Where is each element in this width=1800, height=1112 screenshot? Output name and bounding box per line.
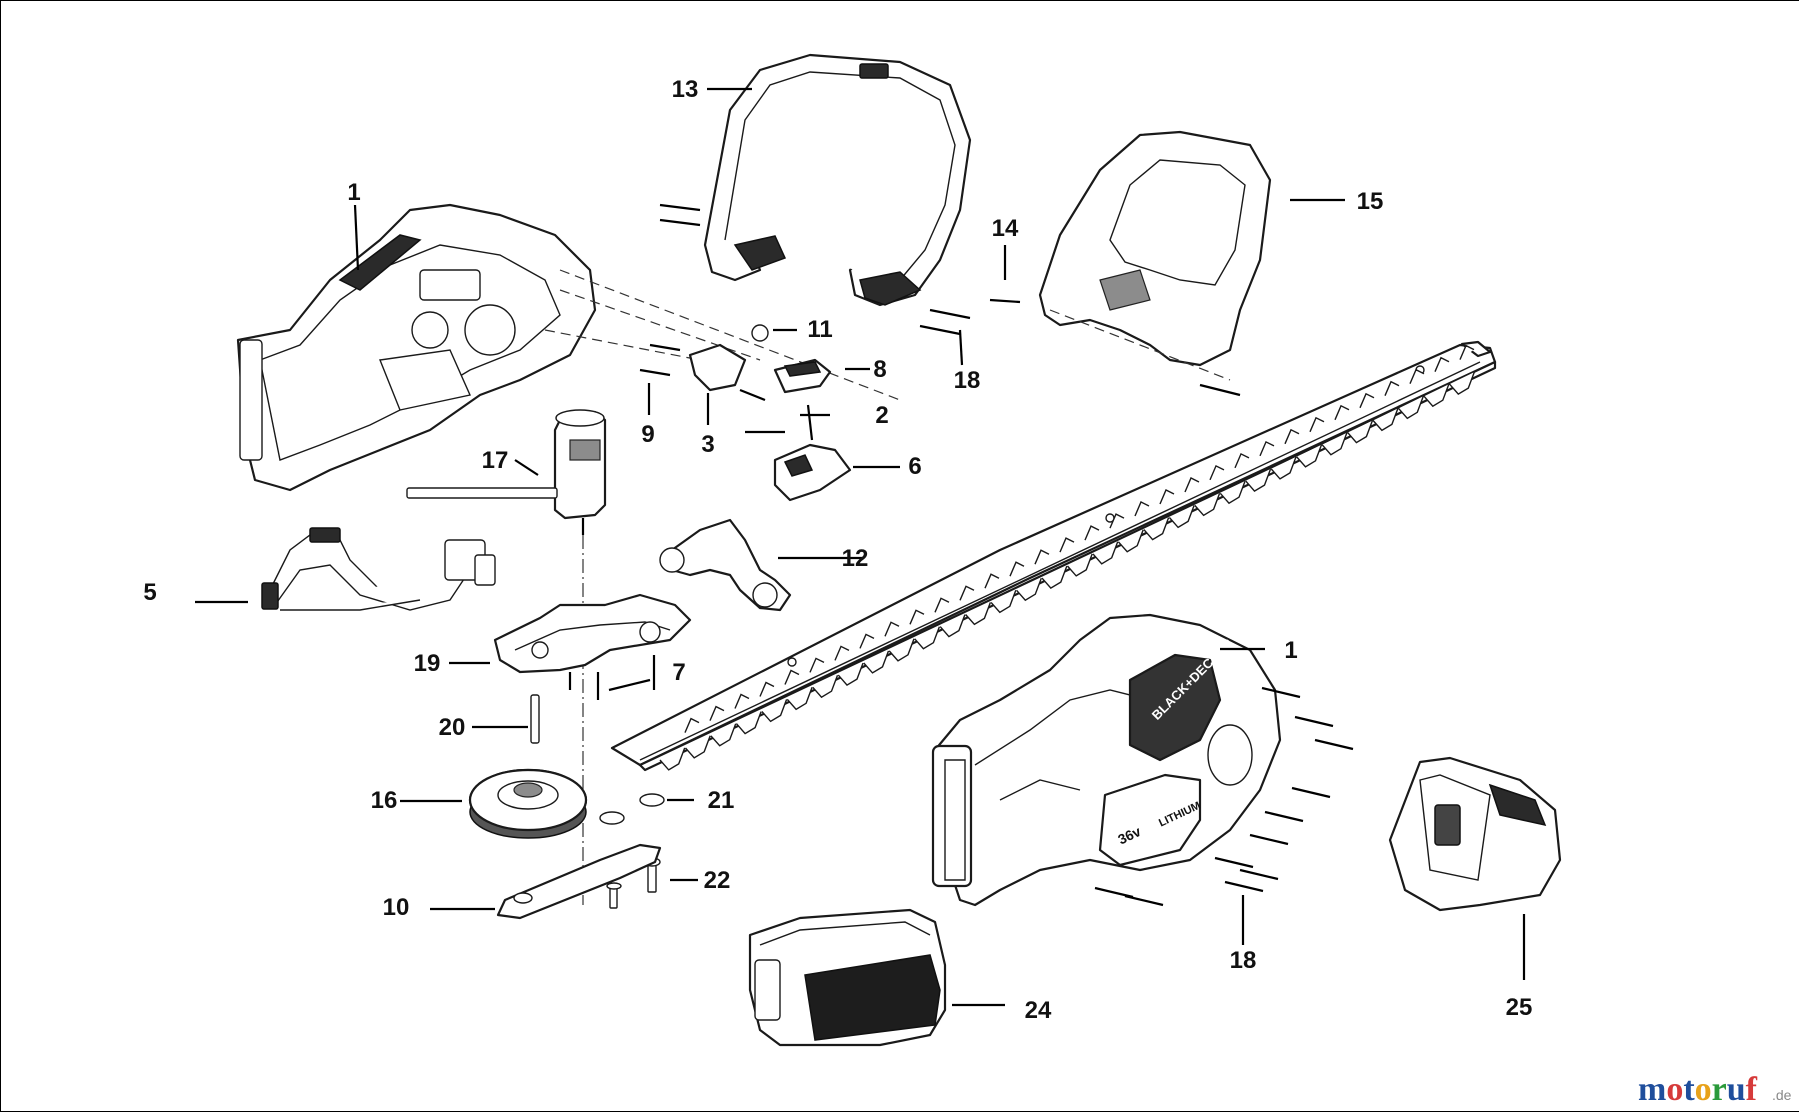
callout-11: 11 <box>807 316 832 343</box>
callout-20: 20 <box>439 714 466 741</box>
callout-17: 17 <box>482 447 509 474</box>
callout-3: 3 <box>701 431 714 458</box>
callout-2: 2 <box>875 402 888 429</box>
screw-set-18 <box>1094 686 1354 907</box>
drive-pin <box>530 694 540 744</box>
callout-7: 7 <box>672 659 685 686</box>
blade-upper-teeth <box>684 344 1475 733</box>
callout-25: 25 <box>1506 994 1533 1021</box>
drive-gear <box>468 768 588 839</box>
callout-22: 22 <box>704 867 731 894</box>
blade-teeth <box>659 371 1475 771</box>
callout-24: 24 <box>1025 997 1052 1024</box>
watermark-text: motoruf <box>1638 1071 1758 1108</box>
watermark-letter: t <box>1683 1071 1695 1108</box>
callout-1-body: 1 <box>1284 637 1297 664</box>
callout-18-top: 18 <box>954 367 981 394</box>
watermark-letter: r <box>1712 1071 1727 1108</box>
hedge-blade <box>610 340 1497 772</box>
switch-parts <box>639 324 852 502</box>
front-handle-guard <box>659 53 972 336</box>
watermark-letter: o <box>1666 1071 1683 1108</box>
callout-16: 16 <box>371 787 398 814</box>
watermark-suffix: .de <box>1772 1087 1792 1103</box>
wiring-harness <box>261 527 496 611</box>
battery-charger <box>1388 756 1562 912</box>
callout-21: 21 <box>708 787 735 814</box>
part-3 <box>688 343 747 392</box>
battery-pack <box>748 908 947 1047</box>
gearbox-housing <box>493 593 692 700</box>
watermark-letter: m <box>1638 1071 1666 1108</box>
callout-10: 10 <box>383 894 410 921</box>
callout-8: 8 <box>873 356 886 383</box>
leader-lines <box>195 87 1526 1007</box>
gear-bracket <box>659 518 792 612</box>
callout-5: 5 <box>143 579 156 606</box>
callout-15: 15 <box>1357 188 1384 215</box>
rear-handle <box>989 130 1272 397</box>
callout-18-bottom: 18 <box>1230 947 1257 974</box>
callout-6: 6 <box>908 453 921 480</box>
part-11 <box>751 324 769 342</box>
callout-9: 9 <box>641 421 654 448</box>
washer-screw-link <box>496 793 665 920</box>
callout-labels: 1 1 2 3 5 6 7 8 9 10 11 12 13 14 15 16 1… <box>143 76 1532 1024</box>
motor <box>406 409 607 905</box>
part-6 <box>773 443 852 502</box>
watermark-logo: motoruf .de <box>1638 1071 1792 1108</box>
callout-12: 12 <box>842 545 869 572</box>
assembled-trimmer-body: BLACK+DECKER 36v LITHIUM <box>931 613 1282 907</box>
callout-19: 19 <box>414 650 441 677</box>
watermark-letter: f <box>1746 1071 1758 1108</box>
callout-14: 14 <box>992 215 1019 242</box>
callout-1-housing: 1 <box>347 179 360 206</box>
callout-13: 13 <box>672 76 699 103</box>
watermark-letter: u <box>1727 1071 1746 1108</box>
watermark-letter: o <box>1695 1071 1712 1108</box>
